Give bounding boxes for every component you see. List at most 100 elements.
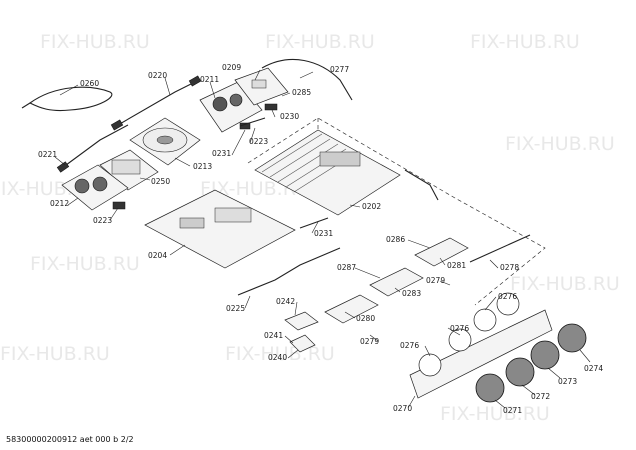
board-0212 <box>61 164 129 211</box>
module-0202 <box>254 129 401 216</box>
part-label: 0250 <box>151 177 170 186</box>
wire-0225 <box>237 247 341 296</box>
clip-0223 <box>112 201 126 210</box>
part-label: 0231 <box>314 229 333 238</box>
wire-0231 <box>299 217 329 229</box>
leader <box>311 221 319 234</box>
watermark: FIX-HUB.RU <box>470 31 580 53</box>
wire-0277 <box>261 59 353 101</box>
leader <box>439 257 446 266</box>
leader <box>484 296 497 311</box>
part-label: 0280 <box>356 314 375 323</box>
component-block <box>214 207 252 223</box>
leader <box>494 399 506 409</box>
part-label: 0225 <box>226 304 245 313</box>
dashed-frame <box>247 117 546 306</box>
knob-ring <box>448 328 472 352</box>
bracket-0242 <box>284 311 319 331</box>
board-0204 <box>144 189 296 269</box>
control-boards <box>324 237 469 324</box>
knob-ring <box>418 353 442 377</box>
leader <box>169 244 186 256</box>
coil <box>229 93 243 107</box>
knob-0273 <box>530 340 560 370</box>
heatsink-fins <box>261 133 355 193</box>
relay <box>251 79 267 89</box>
part-label: 0271 <box>503 406 522 415</box>
leader <box>109 207 119 221</box>
leader <box>407 239 431 249</box>
part-label: 0276 <box>498 292 517 301</box>
leader <box>164 77 171 96</box>
leader <box>59 84 79 96</box>
part-label: 0279 <box>426 276 445 285</box>
leader <box>249 127 256 144</box>
leader <box>271 109 276 118</box>
part-label: 0202 <box>362 202 381 211</box>
coil <box>74 178 90 194</box>
watermark: FIX-HUB.RU <box>510 273 620 295</box>
part-label: 0273 <box>558 377 577 386</box>
part-label: 0276 <box>450 324 469 333</box>
leader <box>489 259 499 269</box>
wire-0278 <box>469 234 531 263</box>
assembly-outline <box>247 117 546 306</box>
watermark: FIX-HUB.RU <box>505 133 615 155</box>
part-label: 0241 <box>264 331 283 340</box>
part-label: 0287 <box>337 263 356 272</box>
leader <box>209 81 216 99</box>
cable-end <box>21 102 31 109</box>
part-label: 0260 <box>80 79 99 88</box>
leader <box>579 349 591 363</box>
cable-0260 <box>21 86 113 112</box>
leader <box>547 367 561 379</box>
wire-0221 <box>61 124 129 169</box>
part-label: 0286 <box>386 235 405 244</box>
part-label: 0242 <box>276 297 295 306</box>
part-label: 0220 <box>148 71 167 80</box>
leader <box>349 204 361 208</box>
connector <box>188 75 202 87</box>
leader <box>294 301 298 316</box>
connector <box>56 161 70 173</box>
leader <box>424 345 431 357</box>
leader <box>281 92 291 97</box>
leader <box>244 295 251 309</box>
leader <box>354 267 381 279</box>
leader <box>407 395 416 409</box>
board-0283 <box>369 267 424 297</box>
part-labels: 0260 0220 0211 0209 0277 0285 0230 0223 … <box>38 63 603 415</box>
leader <box>439 280 451 286</box>
heatsink-board <box>254 129 401 216</box>
part-label: 0283 <box>402 289 421 298</box>
part-label: 0278 <box>500 263 519 272</box>
wire-0220 <box>117 81 196 126</box>
part-label: 0209 <box>222 63 241 72</box>
part-label: 0211 <box>200 75 219 84</box>
coil <box>212 96 228 112</box>
bracket-0241 <box>289 334 316 353</box>
part-label: 0213 <box>193 162 212 171</box>
knob-0271 <box>475 373 505 403</box>
filter-block <box>111 159 141 175</box>
part-label: 0221 <box>38 150 57 159</box>
knob-ring <box>496 292 520 316</box>
knob-0272 <box>505 357 535 387</box>
pcb <box>144 189 296 269</box>
part-label: 0230 <box>280 112 299 121</box>
part-label: 0279 <box>360 337 379 346</box>
part-label: 0281 <box>447 261 466 270</box>
part-label: 0285 <box>292 88 311 97</box>
board-0280 <box>324 294 379 324</box>
leader <box>287 349 299 359</box>
document-footer: 58300000200912 aet 000 b 2/2 <box>6 435 134 444</box>
board-0281 <box>414 237 469 267</box>
wire-0223 <box>239 117 266 127</box>
clip-0230 <box>264 103 278 111</box>
connector <box>110 119 124 131</box>
leader <box>447 327 461 336</box>
panel-plate <box>409 309 553 399</box>
watermark: FIX-HUB.RU <box>0 343 110 365</box>
